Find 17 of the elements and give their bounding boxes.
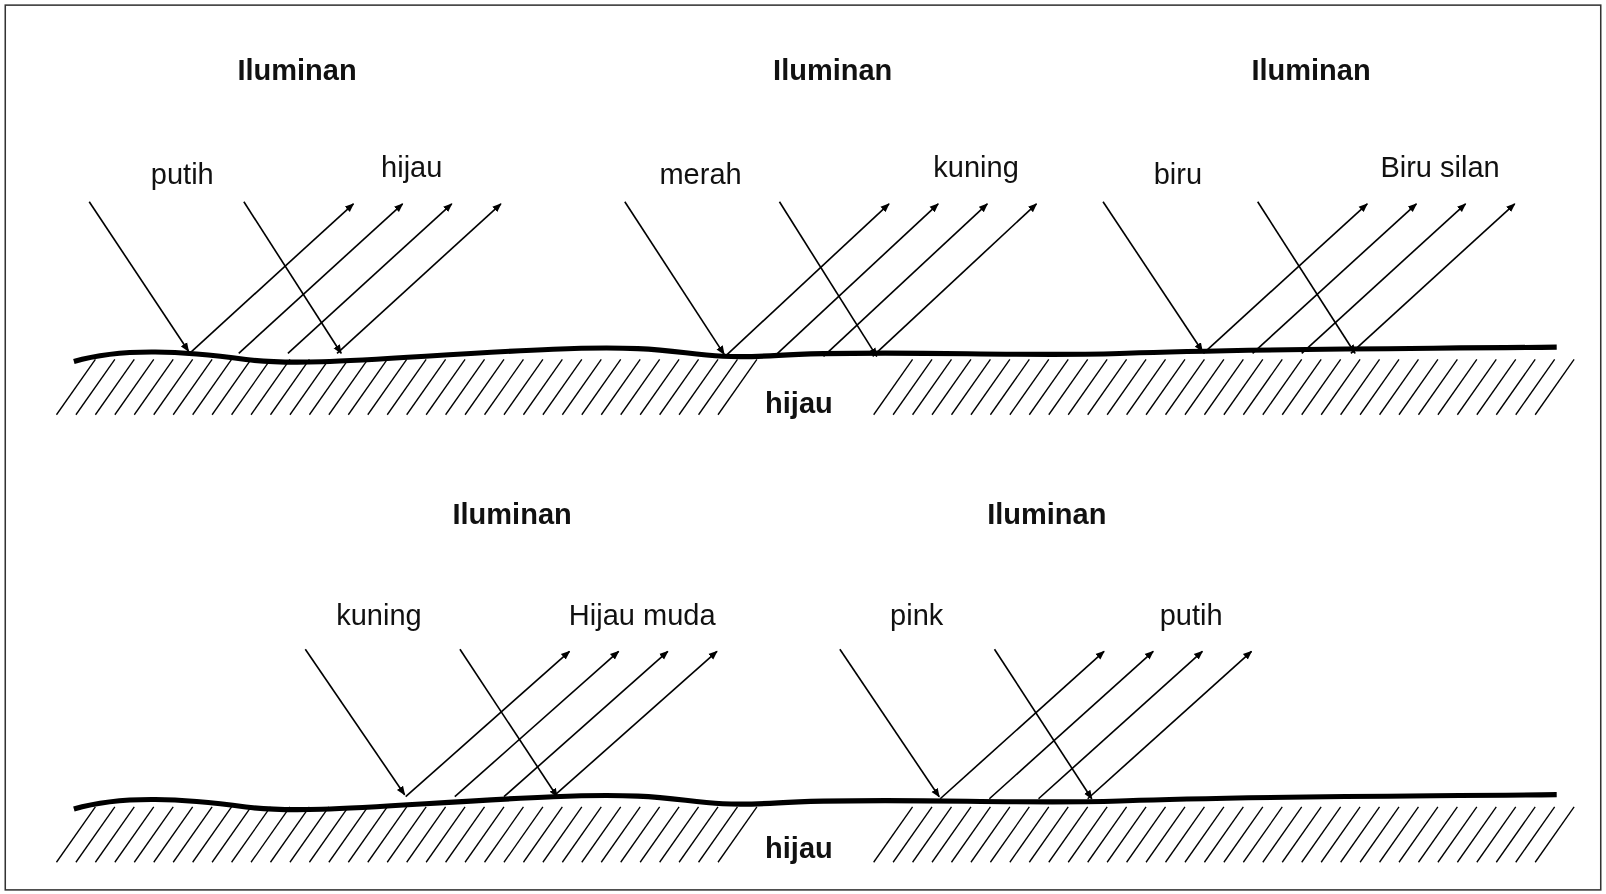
illuminant-heading: Iluminan (987, 499, 1107, 529)
surface-label: hijau (765, 388, 833, 417)
illuminant-heading: Iluminan (237, 55, 357, 85)
ray-label: pink (890, 600, 944, 630)
illuminant-heading: Iluminan (452, 499, 572, 529)
ray-label: kuning (933, 152, 1019, 182)
ray-label: biru (1153, 159, 1203, 189)
ray-label: putih (1159, 600, 1223, 630)
illuminant-heading: Iluminan (1251, 55, 1371, 85)
surface-label: hijau (765, 833, 833, 863)
illuminant-heading: Iluminan (773, 55, 893, 85)
ray-label: Hijau muda (568, 600, 716, 630)
ray-label: Biru silan (1380, 152, 1500, 182)
ray-label: merah (659, 159, 742, 189)
ray-label: hijau (381, 152, 443, 182)
ray-label: putih (150, 159, 214, 189)
ray-label: kuning (336, 600, 422, 630)
